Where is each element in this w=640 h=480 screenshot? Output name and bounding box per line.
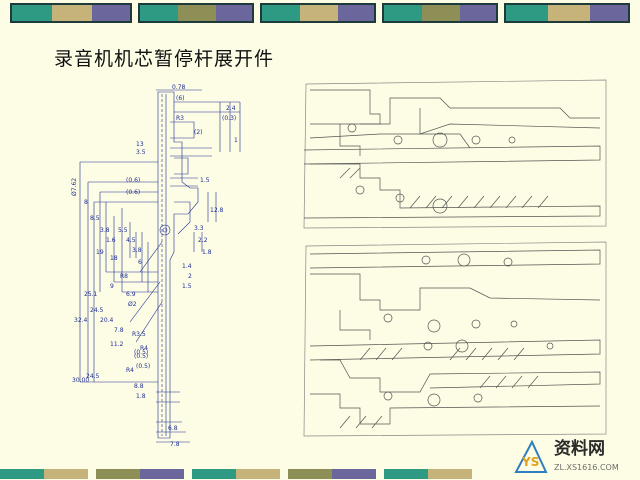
dimension-label: R8 — [120, 273, 128, 280]
band-tile — [192, 469, 280, 479]
dimension-label: 1 — [234, 137, 238, 144]
dimension-label: 20.4 — [100, 317, 114, 324]
band-tile — [260, 3, 376, 23]
dimension-label: 1.8 — [136, 393, 146, 400]
dimension-label: 2.2 — [198, 237, 208, 244]
dimension-label: 4.5 — [126, 237, 136, 244]
band-tile — [10, 3, 132, 23]
ys-logo-icon: YS — [514, 439, 548, 473]
dimension-label: 6.8 — [168, 425, 178, 432]
band-tile — [382, 3, 498, 23]
dimension-label: 5.5 — [118, 227, 128, 234]
dimension-label: 0.78 — [172, 84, 186, 91]
dimension-label: 24.5 — [90, 307, 104, 314]
top-decorative-band — [0, 0, 640, 26]
dimension-label: 8 — [84, 199, 88, 206]
band-tile — [384, 469, 472, 479]
dimension-label: 1.5 — [200, 177, 210, 184]
dimension-label: 1.8 — [202, 249, 212, 256]
dimension-label: 3.8 — [132, 247, 142, 254]
dimension-label: 7.8 — [114, 327, 124, 334]
dimension-label: R3 — [176, 115, 184, 122]
dimension-label: 1.4 — [182, 263, 192, 270]
dimension-label: 6 — [138, 259, 142, 266]
dimension-label: 1.5 — [182, 283, 192, 290]
dimension-label: 8.8 — [134, 383, 144, 390]
dimension-label: 30.00 — [72, 377, 89, 384]
dimension-label: (6) — [176, 95, 185, 102]
dimension-label: 32.4 — [74, 317, 88, 324]
watermark-logo: YS 资料网 ZL.XS1616.COM — [514, 438, 619, 473]
band-tile — [0, 469, 88, 479]
dimension-label: 12.8 — [210, 207, 224, 214]
dimension-label: 18 — [110, 255, 118, 262]
dimension-label: (2) — [194, 129, 203, 136]
dimension-label: 6.9 — [126, 291, 136, 298]
dimension-label: 3.5 — [136, 149, 146, 156]
dimension-label: Ø7.62 — [71, 178, 78, 196]
dimension-label: Ø2 — [128, 301, 137, 308]
dimension-label: 9 — [110, 283, 114, 290]
dimension-label: 24.5 — [86, 373, 100, 380]
band-tile — [288, 469, 376, 479]
dimension-label: 25.1 — [84, 291, 98, 298]
watermark-url: ZL.XS1616.COM — [554, 463, 619, 472]
dimension-label: (0.6) — [126, 189, 140, 196]
watermark-text: 资料网 — [554, 438, 605, 459]
dimension-label: 13 — [136, 141, 144, 148]
dimension-label: 3.3 — [194, 225, 204, 232]
dimensioned-part-drawing: 0.78 2.4 (6) (0.3) R3 1 (2) 13 3.5 (0.6)… — [71, 84, 241, 448]
dimension-label: R3.5 — [132, 331, 146, 338]
dimension-label: 1.6 — [106, 237, 116, 244]
dimension-label: 2 — [188, 273, 192, 280]
dimension-label: R4 — [140, 345, 148, 352]
dimension-label: 19 — [96, 249, 104, 256]
bottom-decorative-band — [0, 468, 640, 480]
unfolded-layout-drawing — [303, 79, 607, 437]
dimension-label: R4 — [126, 367, 134, 374]
dimension-label: 7.8 — [170, 441, 180, 448]
dimension-label: (0.5) — [136, 363, 150, 370]
dimension-label: (0.3) — [222, 115, 236, 122]
dimension-label: (0.6) — [126, 177, 140, 184]
band-tile — [96, 469, 184, 479]
dimension-label: 3.8 — [100, 227, 110, 234]
svg-text:YS: YS — [521, 455, 539, 469]
dimension-label: (0.5) — [134, 349, 148, 356]
dimension-label: (0.5) — [134, 353, 148, 360]
slide-title: 录音机机芯暂停杆展开件 — [54, 48, 275, 70]
band-tile — [138, 3, 254, 23]
band-tile — [504, 3, 630, 23]
dimension-label: 8.5 — [90, 215, 100, 222]
dimension-label: 11.2 — [110, 341, 124, 348]
dimension-label: 2.4 — [226, 105, 236, 112]
